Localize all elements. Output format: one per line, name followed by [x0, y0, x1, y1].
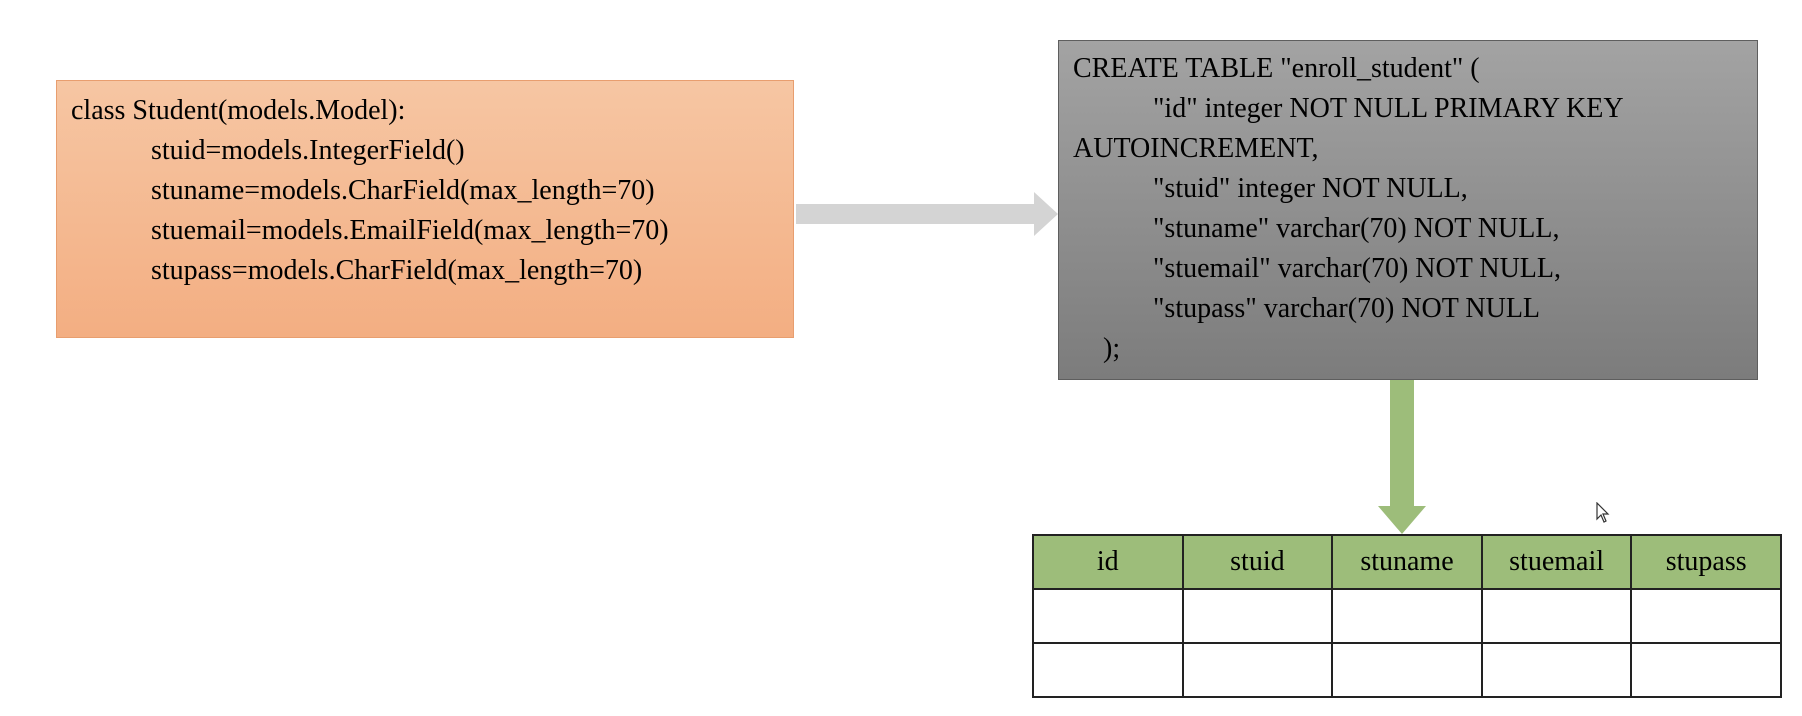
sql-line: AUTOINCREMENT,: [1073, 133, 1319, 164]
down-arrow-icon: [1378, 380, 1426, 534]
table-row: [1032, 588, 1782, 644]
table-cell: [1181, 642, 1334, 698]
model-field-line: stuname=models.CharField(max_length=70): [151, 175, 655, 206]
table-cell: [1181, 588, 1334, 644]
model-field-line: stuid=models.IntegerField(): [151, 135, 465, 166]
mouse-pointer-icon: [1596, 502, 1610, 523]
table-cell: [1032, 588, 1184, 644]
table-cell: [1630, 642, 1782, 698]
sql-create-table-box: CREATE TABLE "enroll_student" ( "id" int…: [1058, 40, 1758, 380]
sql-line: "stupass" varchar(70) NOT NULL: [1153, 293, 1541, 324]
django-model-box: class Student(models.Model): stuid=model…: [56, 80, 794, 338]
column-header-id: id: [1032, 534, 1184, 590]
table-cell: [1630, 588, 1782, 644]
table-cell: [1032, 642, 1184, 698]
table-row: [1032, 642, 1782, 698]
column-header-stuid: stuid: [1181, 534, 1334, 590]
table-cell: [1331, 642, 1483, 698]
database-table: id stuid stuname stuemail stupass: [1032, 534, 1782, 698]
model-field-line: stupass=models.CharField(max_length=70): [151, 255, 643, 286]
model-class-line: class Student(models.Model):: [71, 95, 406, 126]
sql-line: CREATE TABLE "enroll_student" (: [1073, 53, 1480, 84]
table-header-row: id stuid stuname stuemail stupass: [1032, 534, 1782, 590]
sql-line: "stuid" integer NOT NULL,: [1153, 173, 1468, 204]
right-arrow-icon: [796, 192, 1058, 236]
sql-line: "id" integer NOT NULL PRIMARY KEY: [1153, 93, 1624, 124]
column-header-stuemail: stuemail: [1480, 534, 1633, 590]
sql-line: );: [1103, 333, 1121, 364]
table-cell: [1480, 588, 1633, 644]
column-header-stupass: stupass: [1630, 534, 1782, 590]
sql-line: "stuname" varchar(70) NOT NULL,: [1153, 213, 1560, 244]
model-field-line: stuemail=models.EmailField(max_length=70…: [151, 215, 669, 246]
table-cell: [1331, 588, 1483, 644]
column-header-stuname: stuname: [1331, 534, 1483, 590]
table-cell: [1480, 642, 1633, 698]
sql-line: "stuemail" varchar(70) NOT NULL,: [1153, 253, 1561, 284]
